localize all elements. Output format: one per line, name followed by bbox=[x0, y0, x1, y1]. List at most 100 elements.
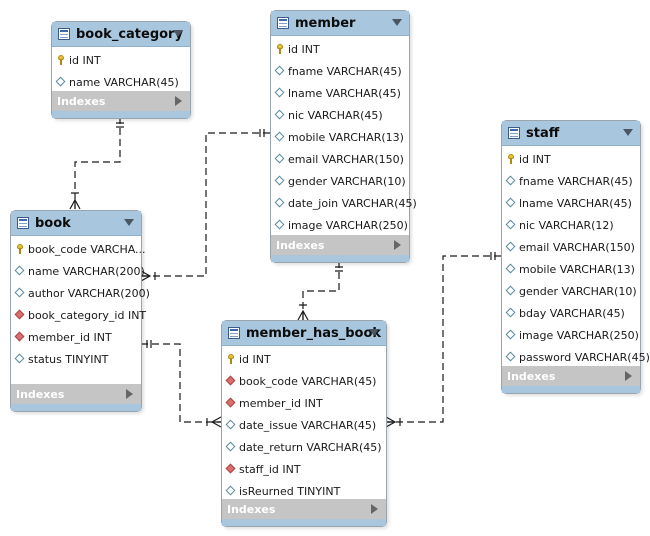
relationship-staff-member-has-book[interactable] bbox=[386, 255, 501, 423]
one-end-marker bbox=[490, 252, 496, 260]
column-label: member_id INT bbox=[28, 330, 112, 344]
table-icon bbox=[58, 28, 70, 40]
column-diamond-icon bbox=[506, 220, 516, 230]
column-row[interactable]: id INT bbox=[502, 148, 640, 170]
collapse-arrow-icon[interactable] bbox=[173, 30, 183, 37]
expand-arrow-icon[interactable] bbox=[126, 389, 133, 399]
column-row[interactable]: mobile VARCHAR(13) bbox=[271, 126, 409, 148]
table-footer bbox=[271, 255, 409, 262]
many-end-marker bbox=[69, 192, 81, 210]
column-diamond-icon bbox=[226, 420, 236, 430]
relationship-member-member-has-book[interactable] bbox=[302, 261, 340, 320]
column-row[interactable]: status TINYINT bbox=[11, 348, 141, 370]
column-row[interactable]: email VARCHAR(150) bbox=[271, 148, 409, 170]
expand-arrow-icon[interactable] bbox=[371, 504, 378, 514]
column-diamond-icon bbox=[275, 132, 285, 142]
column-row[interactable]: fname VARCHAR(45) bbox=[502, 170, 640, 192]
column-row[interactable]: password VARCHAR(45) bbox=[502, 346, 650, 368]
table-header[interactable]: staff bbox=[502, 121, 640, 146]
column-row[interactable]: date_join VARCHAR(45) bbox=[271, 192, 417, 214]
collapse-arrow-icon[interactable] bbox=[392, 19, 402, 26]
column-row[interactable]: id INT bbox=[222, 348, 386, 370]
column-label: lname VARCHAR(45) bbox=[288, 86, 401, 100]
collapse-arrow-icon[interactable] bbox=[623, 129, 633, 136]
table-header[interactable]: book_category bbox=[52, 22, 190, 47]
column-row[interactable]: id INT bbox=[52, 49, 190, 71]
table-header[interactable]: member_has_book bbox=[222, 321, 386, 346]
column-row[interactable]: book_code VARCHAR(45) bbox=[222, 370, 386, 392]
column-label: member_id INT bbox=[239, 396, 323, 410]
column-row[interactable]: date_return VARCHAR(45) bbox=[222, 436, 386, 458]
column-row[interactable]: lname VARCHAR(45) bbox=[271, 82, 409, 104]
indexes-label: Indexes bbox=[276, 238, 325, 252]
indexes-label: Indexes bbox=[57, 94, 106, 108]
relationship-book-member-has-book[interactable] bbox=[141, 343, 221, 423]
column-row[interactable]: name VARCHAR(200) bbox=[11, 260, 145, 282]
column-row[interactable]: member_id INT bbox=[222, 392, 386, 414]
key-icon bbox=[56, 55, 66, 65]
one-end-marker bbox=[116, 122, 124, 128]
column-row[interactable]: staff_id INT bbox=[222, 458, 386, 480]
table-footer bbox=[502, 386, 640, 393]
column-diamond-icon bbox=[506, 308, 516, 318]
column-label: name VARCHAR(200) bbox=[28, 264, 145, 278]
column-row[interactable]: email VARCHAR(150) bbox=[502, 236, 640, 258]
column-row[interactable]: nic VARCHAR(12) bbox=[502, 214, 640, 236]
table-name: member_has_book bbox=[246, 325, 382, 341]
column-row[interactable]: fname VARCHAR(45) bbox=[271, 60, 409, 82]
indexes-label: Indexes bbox=[16, 387, 65, 401]
column-diamond-icon bbox=[506, 330, 516, 340]
column-diamond-icon bbox=[275, 154, 285, 164]
indexes-section[interactable]: Indexes bbox=[222, 499, 386, 519]
column-row[interactable]: author VARCHAR(200) bbox=[11, 282, 150, 304]
table-name: member bbox=[295, 15, 356, 31]
column-row[interactable]: gender VARCHAR(10) bbox=[271, 170, 409, 192]
column-label: id INT bbox=[69, 53, 101, 67]
column-diamond-icon bbox=[226, 442, 236, 452]
indexes-section[interactable]: Indexes bbox=[11, 384, 141, 404]
relationship-member-book[interactable] bbox=[141, 132, 270, 277]
column-diamond-icon bbox=[275, 110, 285, 120]
column-row[interactable]: nic VARCHAR(45) bbox=[271, 104, 409, 126]
many-end-marker bbox=[385, 416, 401, 428]
column-row[interactable]: mobile VARCHAR(13) bbox=[502, 258, 640, 280]
table-header[interactable]: member bbox=[271, 11, 409, 36]
column-diamond-icon bbox=[275, 88, 285, 98]
column-list: id INT name VARCHAR(45) bbox=[52, 47, 190, 93]
column-row[interactable]: image VARCHAR(250) bbox=[271, 214, 409, 236]
column-row[interactable]: bday VARCHAR(45) bbox=[502, 302, 640, 324]
foreign-key-icon bbox=[226, 398, 236, 408]
collapse-arrow-icon[interactable] bbox=[369, 329, 379, 336]
column-row[interactable]: name VARCHAR(45) bbox=[52, 71, 190, 93]
column-row[interactable]: book_category_id INT bbox=[11, 304, 146, 326]
column-row[interactable]: date_issue VARCHAR(45) bbox=[222, 414, 386, 436]
indexes-section[interactable]: Indexes bbox=[271, 235, 409, 255]
table-header[interactable]: book bbox=[11, 211, 141, 236]
table-book-category[interactable]: book_category id INT name VARCHAR(45) Ind… bbox=[51, 21, 191, 119]
indexes-section[interactable]: Indexes bbox=[502, 366, 640, 386]
column-row[interactable]: member_id INT bbox=[11, 326, 141, 348]
indexes-section[interactable]: Indexes bbox=[52, 91, 190, 111]
expand-arrow-icon[interactable] bbox=[394, 240, 401, 250]
column-row[interactable]: isReurned TINYINT bbox=[222, 480, 386, 502]
table-book[interactable]: book book_code VARCHA... name VARCHAR(200… bbox=[10, 210, 150, 412]
table-footer bbox=[52, 111, 190, 118]
column-list: book_code VARCHA... name VARCHAR(200) auth… bbox=[11, 236, 150, 370]
column-row[interactable]: image VARCHAR(250) bbox=[502, 324, 640, 346]
relationship-book-category-book[interactable] bbox=[74, 117, 121, 209]
indexes-label: Indexes bbox=[507, 369, 556, 383]
column-row[interactable]: lname VARCHAR(45) bbox=[502, 192, 640, 214]
many-end-marker bbox=[206, 416, 222, 428]
expand-arrow-icon[interactable] bbox=[625, 371, 632, 381]
column-row[interactable]: id INT bbox=[271, 38, 409, 60]
column-row[interactable]: gender VARCHAR(10) bbox=[502, 280, 640, 302]
collapse-arrow-icon[interactable] bbox=[124, 219, 134, 226]
expand-arrow-icon[interactable] bbox=[175, 96, 182, 106]
column-row[interactable]: book_code VARCHA... bbox=[11, 238, 146, 260]
